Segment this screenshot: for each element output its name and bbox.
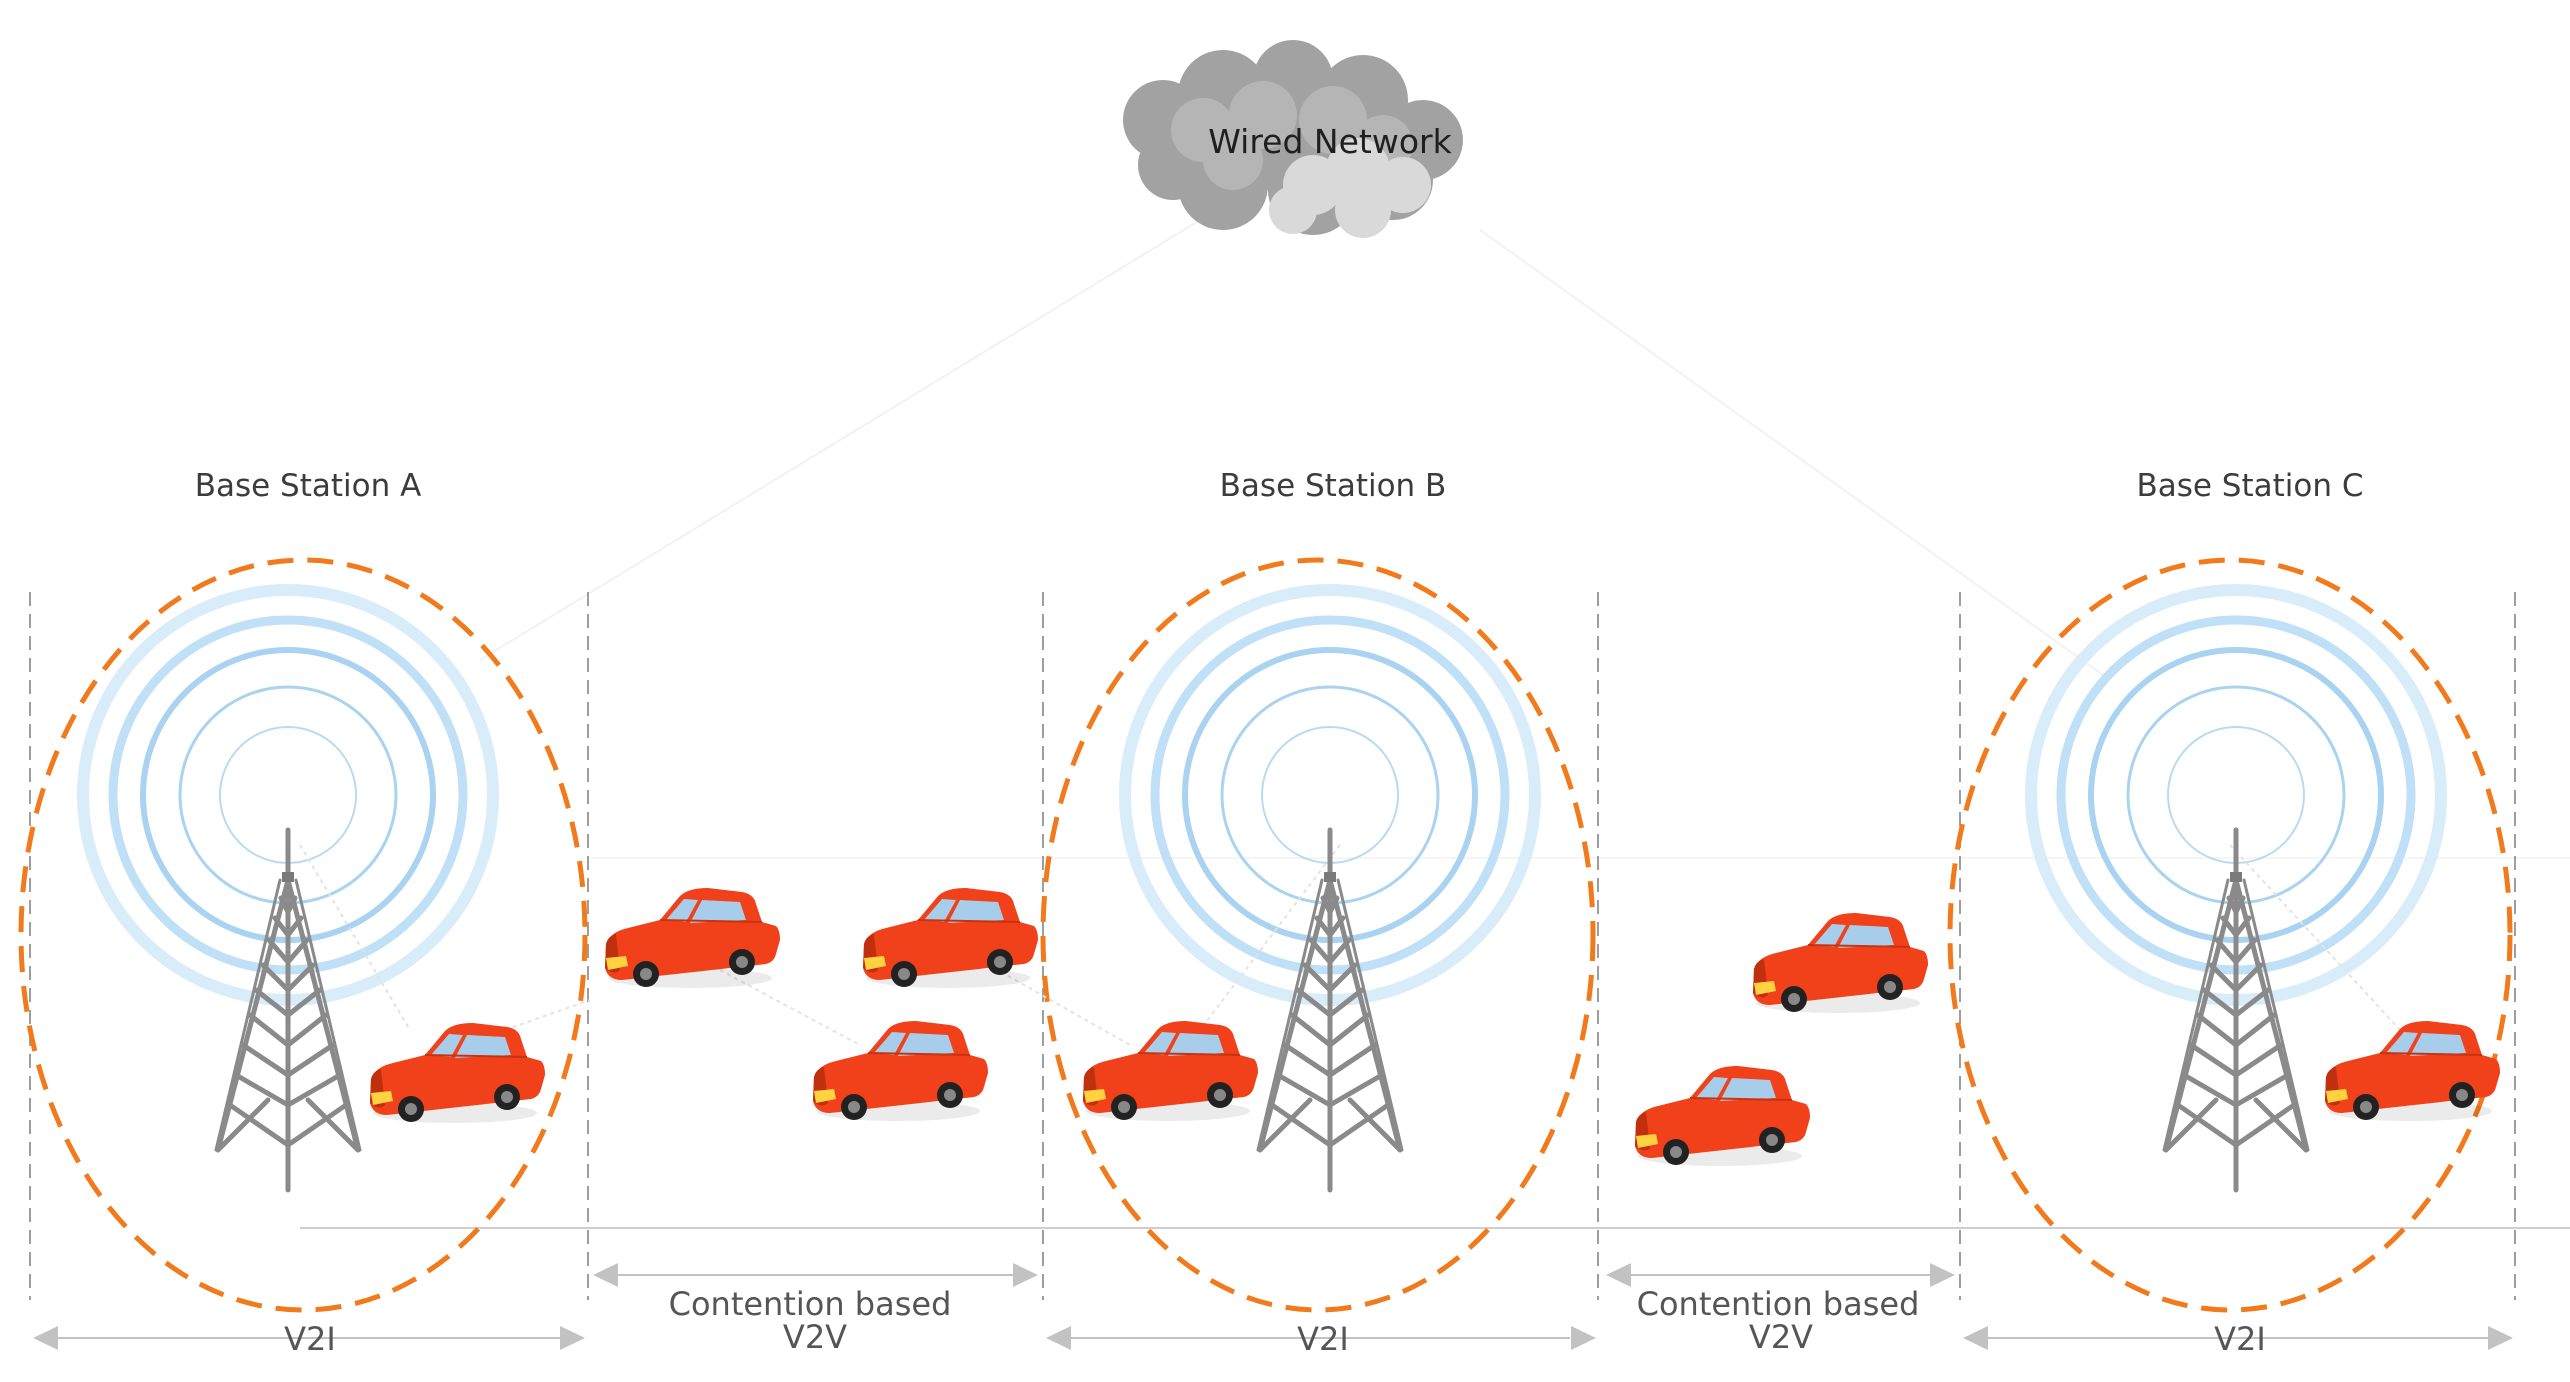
car-icon (604, 887, 781, 989)
radio-tower-icon (2164, 830, 2308, 1190)
zone-label-v2v-bc-line2: V2V (1749, 1318, 1813, 1356)
ground-lines (300, 857, 2570, 1229)
radio-tower-icon (216, 830, 360, 1190)
cloud-label: Wired Network (1208, 122, 1452, 161)
zone-label-v2v-bc-line1: Contention based (1637, 1285, 1920, 1323)
connection-lines (479, 219, 2111, 681)
zone-label-v2i-b: V2I (1297, 1320, 1349, 1358)
radio-tower-icon (1258, 830, 1402, 1190)
zone-label-v2i-c: V2I (2214, 1320, 2266, 1358)
car-icon (1082, 1020, 1259, 1122)
car-icon (812, 1020, 989, 1122)
car-icon (1634, 1065, 1811, 1167)
car-icon (862, 887, 1039, 989)
coverage-ellipses (18, 557, 2513, 1313)
zone-label-v2v-ab-line1: Contention based (669, 1285, 952, 1323)
base-station-b-label: Base Station B (1220, 468, 1447, 504)
car-icon (1752, 912, 1929, 1014)
zone-label-v2i-a: V2I (284, 1320, 336, 1358)
zone-label-v2v-ab-line2: V2V (783, 1318, 847, 1356)
zone-arrows (33, 1263, 2513, 1350)
base-station-a-label: Base Station A (195, 468, 422, 504)
car-icon (2324, 1020, 2501, 1122)
car-icon (369, 1022, 546, 1124)
zone-dividers (29, 592, 2516, 1300)
base-station-c-label: Base Station C (2136, 468, 2363, 504)
